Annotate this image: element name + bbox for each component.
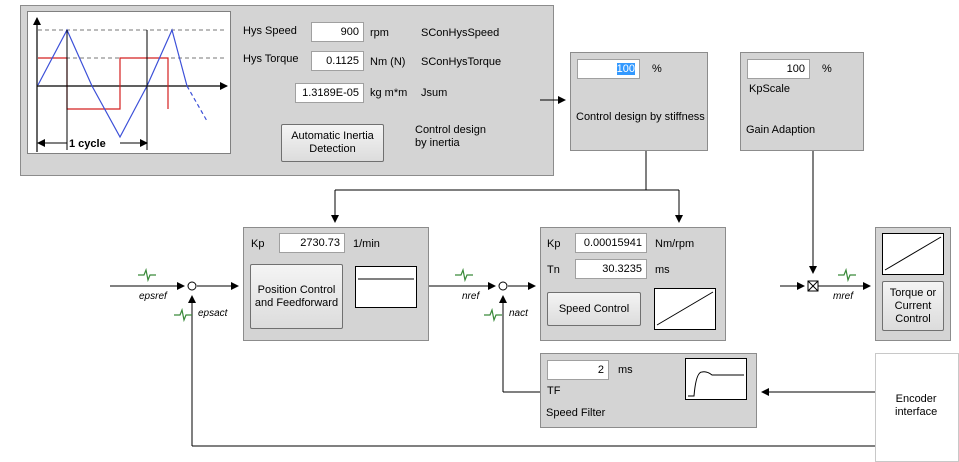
kpscale-unit: % xyxy=(822,63,832,75)
speed-kp-unit: Nm/rpm xyxy=(655,238,695,250)
nref-probe-icon xyxy=(455,267,473,283)
control-design-inertia-label: Control design by inertia xyxy=(415,124,486,149)
epsact-probe-icon xyxy=(174,307,192,323)
speed-tn-unit: ms xyxy=(655,264,670,276)
position-kp-unit: 1/min xyxy=(353,238,380,250)
encoder-interface-label: Encoder interface xyxy=(895,393,938,418)
nact-signal-label: nact xyxy=(509,308,528,319)
stiffness-field[interactable]: 100 xyxy=(577,59,640,79)
speed-kp-field[interactable]: 0.00015941 xyxy=(575,233,647,253)
hys-speed-field[interactable]: 900 xyxy=(311,22,364,42)
kpscale-label: KpScale xyxy=(749,83,790,95)
speed-kp-label: Kp xyxy=(547,238,561,250)
epsref-signal-label: epsref xyxy=(139,291,167,302)
hysteresis-chart xyxy=(27,11,231,154)
blue-speed-trace xyxy=(37,28,188,139)
mref-signal-label: mref xyxy=(833,291,853,302)
nact-probe-icon xyxy=(484,307,502,323)
stiffness-label: Control design by stiffness xyxy=(576,111,705,123)
speed-control-button[interactable]: Speed Control xyxy=(547,292,641,326)
hys-torque-unit: Nm (N) xyxy=(370,56,406,68)
inertia-unit: kg m*m xyxy=(370,87,408,99)
position-summing-junction xyxy=(187,281,197,291)
hys-speed-param: SConHysSpeed xyxy=(421,27,500,39)
automatic-inertia-detection-button[interactable]: Automatic Inertia Detection xyxy=(281,124,384,162)
torque-current-control-button[interactable]: Torque or Current Control xyxy=(882,281,944,331)
speed-filter-preview xyxy=(685,358,747,400)
cycle-label: 1 cycle xyxy=(69,138,106,150)
epsact-signal-label: epsact xyxy=(198,308,228,319)
encoder-interface-box xyxy=(875,353,959,462)
hysteresis-plot xyxy=(33,17,228,152)
position-kp-field[interactable]: 2730.73 xyxy=(279,233,345,253)
multiplier-junction xyxy=(807,280,819,292)
mref-probe-icon xyxy=(838,267,856,283)
nref-signal-label: nref xyxy=(462,291,480,302)
hys-torque-param: SConHysTorque xyxy=(421,56,502,68)
hys-speed-label: Hys Speed xyxy=(243,25,297,37)
position-control-button[interactable]: Position Control and Feedforward xyxy=(250,264,343,329)
inertia-field[interactable]: 1.3189E-05 xyxy=(295,83,364,103)
hys-speed-unit: rpm xyxy=(370,27,389,39)
speed-summing-junction xyxy=(498,281,508,291)
tf-label: TF xyxy=(547,385,561,397)
speed-filter-label: Speed Filter xyxy=(546,407,606,419)
epsref-probe-icon xyxy=(138,267,156,283)
automatic-inertia-detection-label: Automatic Inertia Detection xyxy=(291,130,374,155)
speed-filter-field[interactable]: 2 xyxy=(547,360,609,380)
torque-current-control-label: Torque or Current Control xyxy=(889,286,937,325)
hys-torque-field[interactable]: 0.1125 xyxy=(311,51,364,71)
hys-torque-label: Hys Torque xyxy=(243,53,299,65)
inertia-param: Jsum xyxy=(421,87,448,99)
position-control-preview xyxy=(355,266,417,308)
torque-control-preview xyxy=(882,233,944,275)
kpscale-field[interactable]: 100 xyxy=(747,59,810,79)
gain-adaption-label: Gain Adaption xyxy=(746,124,816,136)
position-control-button-label: Position Control and Feedforward xyxy=(254,283,339,309)
stiffness-unit: % xyxy=(652,63,662,75)
speed-tn-label: Tn xyxy=(547,264,560,276)
speed-control-button-label: Speed Control xyxy=(558,302,630,315)
speed-tn-field[interactable]: 30.3235 xyxy=(575,259,647,279)
position-kp-label: Kp xyxy=(251,238,265,250)
speed-filter-unit: ms xyxy=(618,364,633,376)
